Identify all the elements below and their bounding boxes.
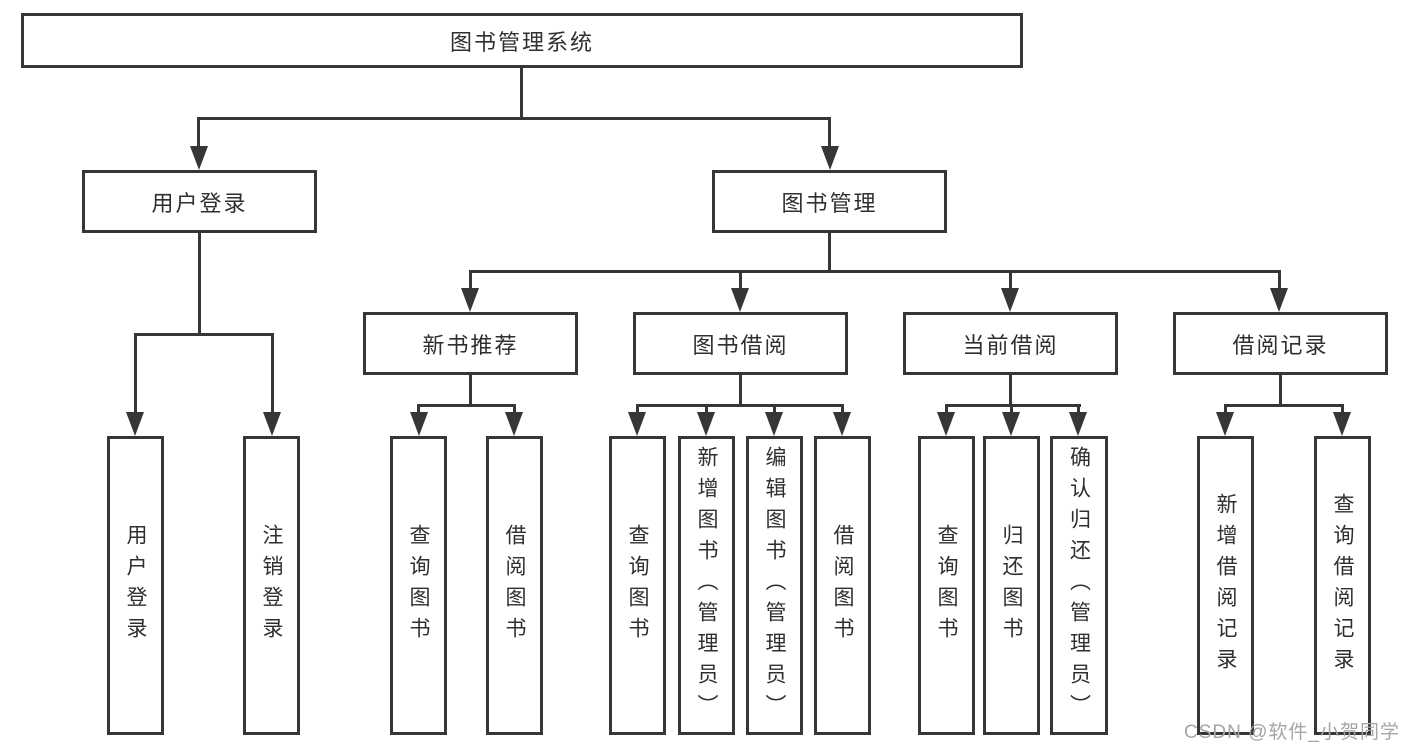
leaf-cb-return-books-label: 归还图书	[1000, 523, 1023, 648]
arrow-down-icon	[126, 412, 144, 436]
connector-line	[1278, 270, 1281, 292]
node-user-login-label: 用户登录	[151, 190, 248, 216]
leaf-nb-borrow-books: 借阅图书	[486, 436, 543, 735]
connector-line	[636, 404, 639, 418]
node-new-book-recommend: 新书推荐	[363, 312, 578, 375]
node-book-management-label: 图书管理	[781, 190, 878, 216]
connector-line	[1009, 375, 1012, 406]
leaf-cb-confirm-return-admin-label: 确认归还（管理员）	[1067, 446, 1091, 725]
connector-line	[841, 404, 844, 418]
connector-line	[739, 270, 742, 292]
connector-line	[1224, 404, 1227, 418]
node-borrow-records-label: 借阅记录	[1232, 332, 1329, 358]
node-book-borrow-label: 图书借阅	[692, 332, 789, 358]
connector-line	[417, 404, 420, 418]
leaf-logout-label: 注销登录	[260, 523, 283, 648]
connector-line	[469, 270, 1281, 273]
leaf-br-query-record: 查询借阅记录	[1314, 436, 1371, 735]
arrow-down-icon	[1069, 412, 1087, 436]
node-user-login: 用户登录	[82, 170, 317, 233]
leaf-nb-query-books-label: 查询图书	[407, 523, 430, 648]
connector-line	[739, 375, 742, 406]
arrow-down-icon	[461, 288, 479, 312]
leaf-br-query-record-label: 查询借阅记录	[1331, 492, 1354, 679]
arrow-down-icon	[1001, 288, 1019, 312]
connector-line	[945, 404, 1081, 407]
connector-line	[1279, 375, 1282, 406]
arrow-down-icon	[628, 412, 646, 436]
leaf-bb-edit-book-admin: 编辑图书（管理员）	[746, 436, 803, 735]
connector-line	[469, 375, 472, 406]
leaf-user-login-label: 用户登录	[124, 523, 147, 648]
arrow-down-icon	[1216, 412, 1234, 436]
arrow-down-icon	[833, 412, 851, 436]
node-new-book-recommend-label: 新书推荐	[422, 332, 519, 358]
leaf-cb-return-books: 归还图书	[983, 436, 1040, 735]
arrow-down-icon	[1333, 412, 1351, 436]
leaf-bb-query-books: 查询图书	[609, 436, 666, 735]
node-borrow-records: 借阅记录	[1173, 312, 1388, 375]
connector-line	[198, 117, 830, 120]
leaf-nb-query-books: 查询图书	[390, 436, 447, 735]
connector-line	[417, 404, 516, 407]
connector-line	[134, 333, 274, 336]
connector-line	[636, 404, 844, 407]
leaf-cb-query-books-label: 查询图书	[935, 523, 958, 648]
connector-line	[1341, 404, 1344, 418]
node-book-management: 图书管理	[712, 170, 947, 233]
leaf-bb-query-books-label: 查询图书	[626, 523, 649, 648]
arrow-down-icon	[765, 412, 783, 436]
arrow-down-icon	[505, 412, 523, 436]
arrow-down-icon	[697, 412, 715, 436]
connector-line	[1077, 404, 1080, 418]
connector-line	[469, 270, 472, 292]
connector-line	[773, 404, 776, 418]
arrow-down-icon	[1270, 288, 1288, 312]
arrow-down-icon	[190, 146, 208, 170]
leaf-bb-edit-book-admin-label: 编辑图书（管理员）	[763, 446, 786, 725]
arrow-down-icon	[821, 146, 839, 170]
leaf-bb-borrow-books-label: 借阅图书	[831, 523, 854, 648]
leaf-cb-confirm-return-admin: 确认归还（管理员）	[1050, 436, 1108, 735]
leaf-user-login: 用户登录	[107, 436, 164, 735]
connector-line	[1010, 404, 1013, 418]
csdn-watermark: CSDN @软件_小贺同学	[1184, 722, 1400, 743]
connector-line	[945, 404, 948, 418]
arrow-down-icon	[410, 412, 428, 436]
leaf-cb-query-books: 查询图书	[918, 436, 975, 735]
leaf-nb-borrow-books-label: 借阅图书	[503, 523, 526, 648]
arrow-down-icon	[1002, 412, 1020, 436]
connector-line	[134, 333, 137, 415]
leaf-bb-add-book-admin: 新增图书（管理员）	[678, 436, 735, 735]
node-book-borrow: 图书借阅	[633, 312, 848, 375]
node-root-label: 图书管理系统	[449, 29, 594, 55]
arrow-down-icon	[937, 412, 955, 436]
node-current-borrow: 当前借阅	[903, 312, 1118, 375]
connector-line	[271, 333, 274, 415]
connector-line	[1009, 270, 1012, 292]
leaf-logout: 注销登录	[243, 436, 300, 735]
leaf-br-add-record-label: 新增借阅记录	[1214, 492, 1237, 679]
node-root: 图书管理系统	[21, 13, 1023, 68]
leaf-bb-borrow-books: 借阅图书	[814, 436, 871, 735]
connector-line	[197, 117, 200, 149]
node-current-borrow-label: 当前借阅	[962, 332, 1059, 358]
connector-line	[198, 233, 201, 335]
connector-line	[828, 233, 831, 272]
connector-line	[513, 404, 516, 418]
connector-line	[705, 404, 708, 418]
leaf-bb-add-book-admin-label: 新增图书（管理员）	[695, 446, 718, 725]
connector-line	[520, 68, 523, 118]
leaf-br-add-record: 新增借阅记录	[1197, 436, 1254, 735]
arrow-down-icon	[731, 288, 749, 312]
arrow-down-icon	[263, 412, 281, 436]
connector-line	[828, 117, 831, 149]
connector-line	[1224, 404, 1344, 407]
